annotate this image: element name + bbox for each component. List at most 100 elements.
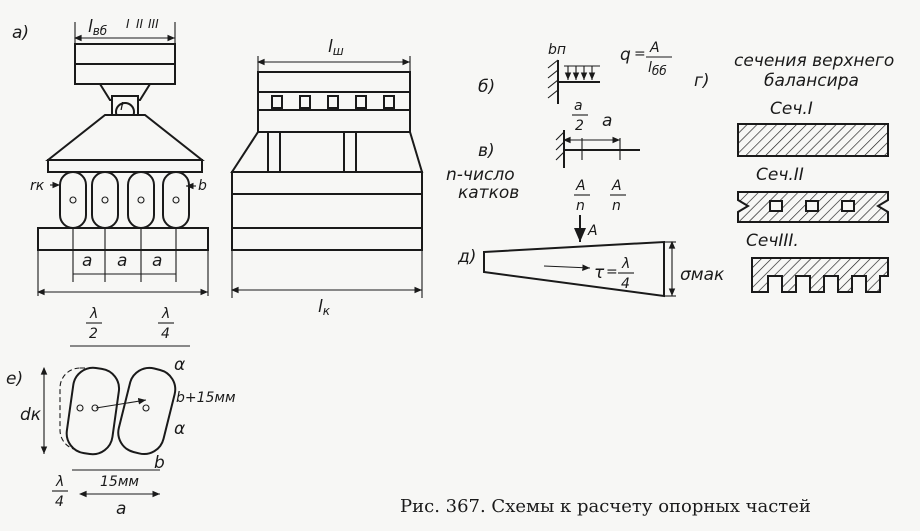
d-lambda-num: λ <box>621 256 630 272</box>
v-load-den-1: n <box>576 198 585 214</box>
roller-4 <box>162 171 190 229</box>
figure-d-stress: д) A τ = λ 4 σмак <box>457 215 725 298</box>
g-section-2-hole-2 <box>805 200 819 212</box>
side-rollers-band <box>231 171 423 195</box>
q-symbol: q <box>620 45 631 65</box>
e-b-plus: b+15мм <box>176 390 236 406</box>
v-load-num-2: A <box>611 178 622 194</box>
a-half-den: 2 <box>575 118 584 134</box>
g-section-2-hole-3 <box>841 200 855 212</box>
side-ribs <box>271 95 395 109</box>
roller-2 <box>91 171 119 229</box>
d-tau: τ <box>594 263 605 283</box>
side-rib-5 <box>383 95 395 109</box>
e-lambda-num-1: λ <box>89 306 98 322</box>
roller-1 <box>59 171 87 229</box>
figure-g-sections: г) сечения верхнего балансира Сеч.I Сеч.… <box>694 51 894 293</box>
g-section-2-label: Сеч.II <box>756 165 804 185</box>
b-wall-hatch-1 <box>547 59 559 69</box>
d-sigma-label: σмак <box>680 265 725 285</box>
bottom-plate <box>37 227 209 251</box>
d-A-label: A <box>587 223 598 239</box>
v-wall-hatch-2 <box>555 141 565 151</box>
g-section-1-label: Сеч.I <box>770 99 813 119</box>
q-denominator: lбб <box>648 60 667 78</box>
g-section-3-label: СечIII. <box>746 231 799 251</box>
a-half-num: a <box>574 98 583 114</box>
g-title-1: сечения верхнего <box>734 51 894 71</box>
e-pin-3 <box>142 404 150 412</box>
g-section-3-shape <box>751 257 889 293</box>
e-b-label: b <box>154 453 165 473</box>
e-a-label: a <box>116 499 126 519</box>
e-pin-1 <box>76 404 84 412</box>
e-dk-label: dк <box>20 405 42 425</box>
figure-e-roller-tilt: е) λ 2 λ 4 α α b+15мм b dк λ 4 15мм a <box>6 306 236 519</box>
side-rib-1 <box>271 95 283 109</box>
side-bottom-plate <box>231 227 423 251</box>
section-mark-1: I <box>126 17 130 31</box>
side-rib-3 <box>327 95 339 109</box>
e-15mm: 15мм <box>100 474 139 490</box>
b-wall-hatch-4 <box>547 89 559 99</box>
roller-axis-1 <box>69 196 77 204</box>
section-mark-2: II <box>136 17 144 31</box>
e-roller-original <box>59 367 111 451</box>
d-tau-arrow <box>543 264 591 271</box>
d-trapezoid <box>483 240 665 298</box>
figure-v-roller-load: в) n-число катков A n A n <box>446 130 640 214</box>
lower-balancer <box>45 114 205 161</box>
figure-v-label: в) <box>478 141 495 161</box>
side-post-1 <box>267 131 281 173</box>
figure-b-label: б) <box>478 77 495 97</box>
a-label-1: a <box>82 251 92 271</box>
label-r: r <box>120 98 127 114</box>
dim-l-sh: lш <box>328 37 344 58</box>
a-label-3: a <box>152 251 162 271</box>
q-equals: = <box>634 46 646 62</box>
figure-a-label: а) <box>12 23 29 43</box>
roller-axis-2 <box>101 196 109 204</box>
g-title-2: балансира <box>764 71 859 91</box>
v-wall-hatch-1 <box>555 131 565 141</box>
g-section-1-shape <box>737 123 889 157</box>
q-numerator: A <box>649 40 660 56</box>
b-wall-hatch-3 <box>547 79 559 89</box>
v-wall-hatch-3 <box>555 151 565 161</box>
side-post-2 <box>343 131 357 173</box>
lower-balancer-base <box>47 159 203 173</box>
v-note-1: n-число <box>446 165 515 185</box>
e-alpha-2: α <box>174 419 185 439</box>
section-mark-3: III <box>148 17 159 31</box>
figure-side-view: lш lк <box>230 37 424 318</box>
figure-b-load-scheme: б) bп q = A lбб a 2 a <box>478 40 672 134</box>
d-lambda-den: 4 <box>621 276 630 292</box>
dim-l-vb: lвб <box>88 17 108 38</box>
e-lambda-den-3: 4 <box>55 494 64 510</box>
v-note-2: катков <box>458 183 519 203</box>
figure-caption: Рис. 367. Схемы к расчету опорных частей <box>400 496 811 517</box>
side-roller-body <box>231 193 423 229</box>
side-rib-4 <box>355 95 367 109</box>
v-load-den-2: n <box>612 198 621 214</box>
e-roller-tilted-1 <box>65 366 121 456</box>
e-b-arrow <box>95 397 147 409</box>
figure-e-label: е) <box>6 369 23 389</box>
figure-g-label: г) <box>694 71 710 91</box>
label-rk: rк <box>30 178 45 194</box>
e-lambda-num-2: λ <box>161 306 170 322</box>
roller-3 <box>127 171 155 229</box>
side-lower-balancer <box>230 131 424 173</box>
e-alpha-1: α <box>174 355 185 375</box>
g-section-2-hole-1 <box>769 200 783 212</box>
b-a-label: a <box>602 111 612 131</box>
v-load-num-1: A <box>575 178 586 194</box>
e-lambda-num-3: λ <box>55 474 64 490</box>
d-equals: = <box>606 264 618 280</box>
roller-axis-3 <box>137 196 145 204</box>
roller-axis-4 <box>172 196 180 204</box>
figure-d-label: д) <box>457 247 476 267</box>
label-b: b <box>198 178 207 194</box>
dim-l-k: lк <box>318 297 331 318</box>
